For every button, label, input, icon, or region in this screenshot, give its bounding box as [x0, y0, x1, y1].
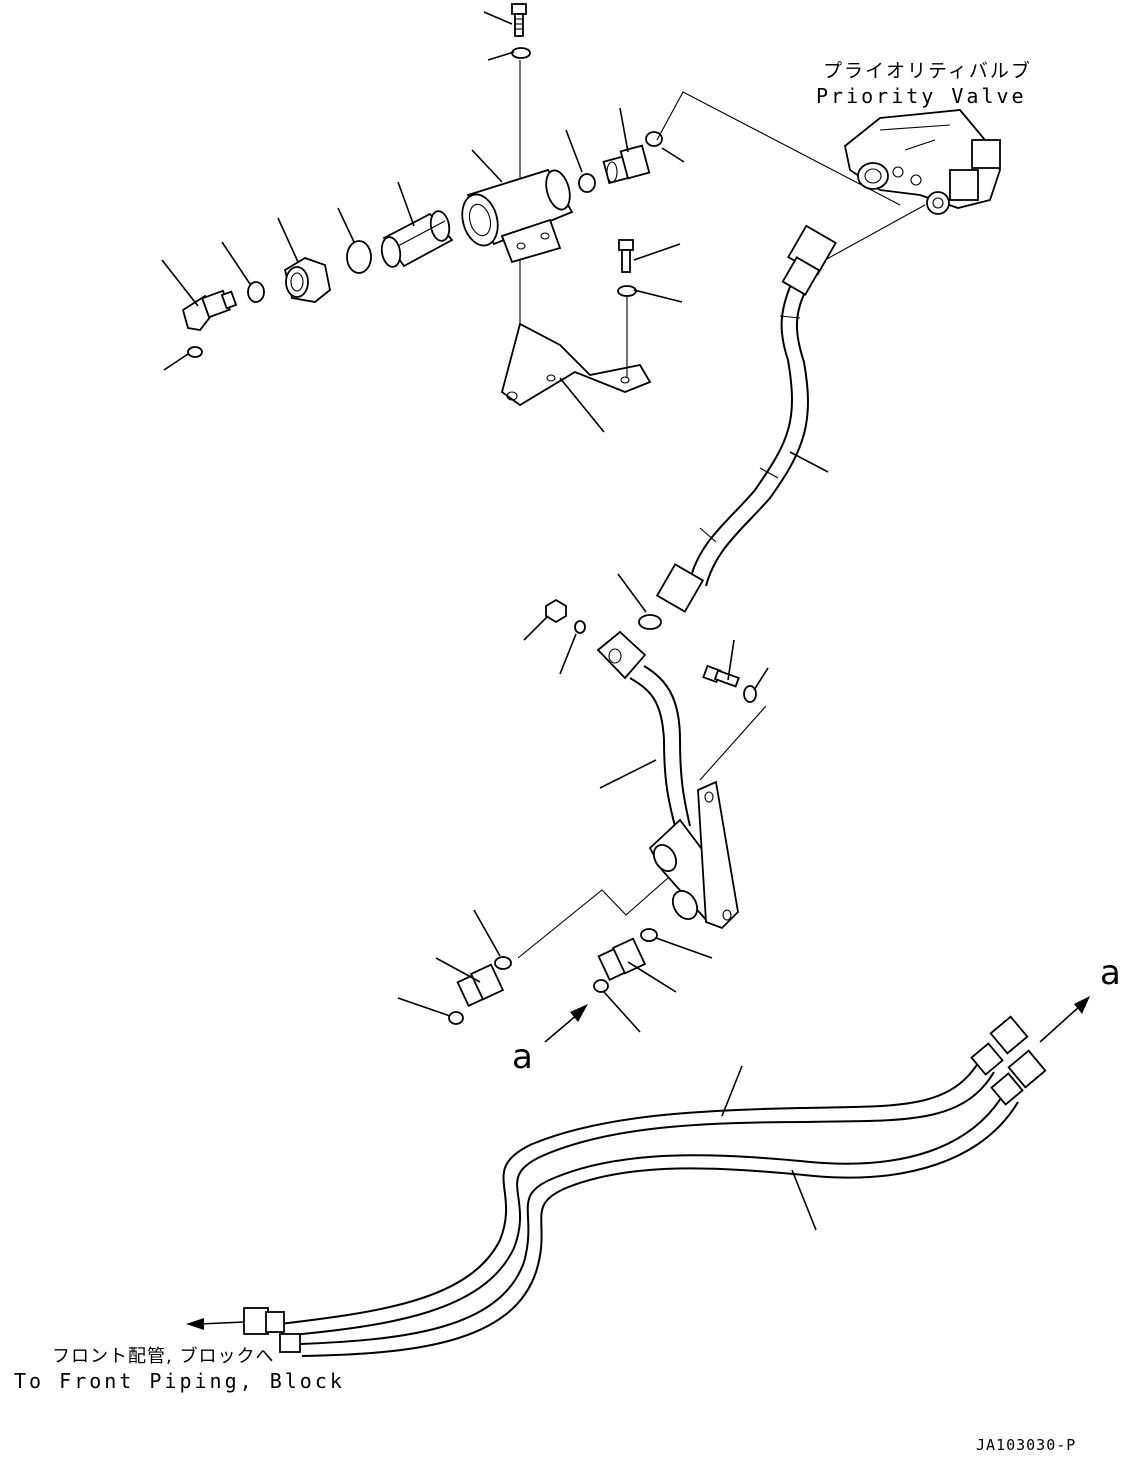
oring-middle	[638, 614, 662, 630]
oring-right	[578, 173, 596, 193]
oring-left	[247, 281, 265, 303]
twin-hoses	[243, 1015, 1047, 1357]
valve-connection-line	[656, 91, 901, 206]
block-connection-line	[517, 877, 669, 959]
hose-valve-connection-line	[824, 204, 926, 261]
connector-block-left	[456, 963, 505, 1008]
bracket-bolt	[618, 239, 634, 273]
front-piping-label-jp: フロント配管, ブロックへ	[52, 1346, 275, 1367]
drawing-code: JA103030-P	[976, 1436, 1077, 1454]
connector-block-right	[597, 937, 647, 982]
connector-swivel	[602, 144, 651, 185]
oring-block-right	[640, 928, 658, 942]
elbow-fitting-left	[181, 289, 238, 331]
oring-plug	[574, 620, 586, 634]
arrow-left-a	[544, 1004, 588, 1043]
oring-block-left	[494, 956, 512, 970]
priority-valve-label-en: Priority Valve	[816, 84, 1027, 108]
bracket-washer	[617, 285, 637, 297]
front-piping-label-en: To Front Piping, Block	[14, 1369, 345, 1393]
callout-a-left: a	[512, 1037, 533, 1077]
arrow-right-a	[1039, 996, 1090, 1043]
priority-valve	[844, 109, 1001, 215]
block-bolt	[702, 664, 740, 688]
arrow-left-front-piping	[186, 1318, 245, 1330]
pipe-block-assembly	[596, 630, 739, 930]
oring-left-small	[187, 346, 203, 358]
pressure-hose	[655, 224, 837, 613]
filter-cap	[283, 257, 331, 303]
oring-connector-left	[448, 1011, 464, 1025]
block-washer	[743, 685, 757, 703]
plug-nut	[545, 598, 567, 624]
oring-connector-right	[593, 979, 609, 993]
filter-housing	[461, 168, 574, 264]
top-bolt	[511, 3, 527, 37]
oring-swivel	[645, 131, 663, 147]
top-washer	[511, 47, 531, 59]
priority-valve-label-jp: プライオリティバルブ	[823, 60, 1032, 82]
filter-element	[380, 210, 454, 268]
callout-a-right: a	[1100, 953, 1121, 993]
filter-oring	[346, 240, 372, 274]
leader-lines	[161, 11, 829, 1231]
block-bolt-leader	[699, 705, 767, 781]
bracket	[500, 322, 652, 407]
